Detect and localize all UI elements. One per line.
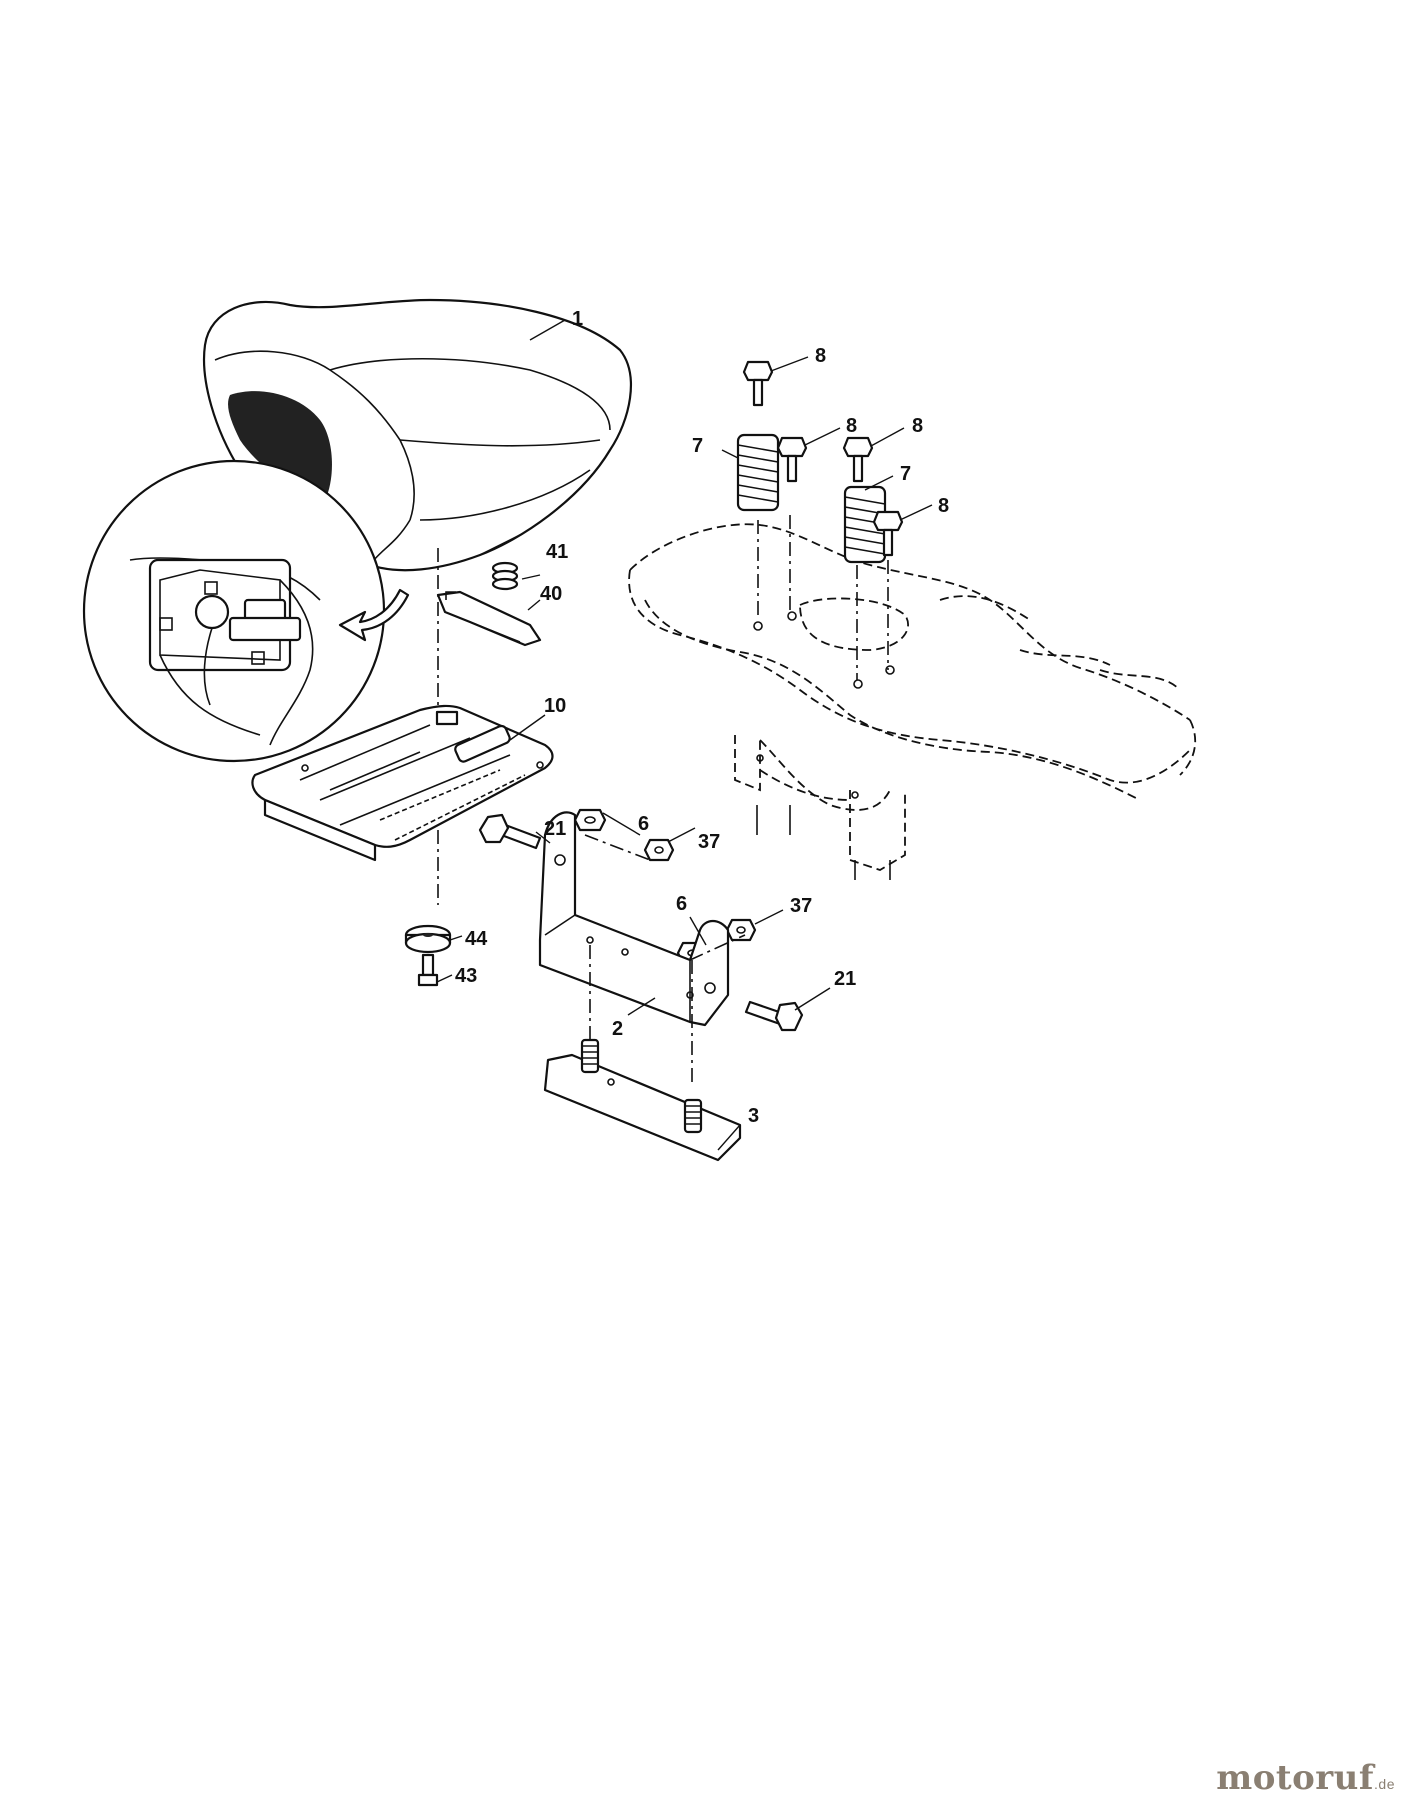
callout-bolt-low: 8 — [938, 495, 949, 517]
washer — [404, 924, 452, 954]
bolt-21-right — [744, 1000, 804, 1032]
brand-suffix: .de — [1374, 1776, 1395, 1792]
bolt-low — [872, 510, 904, 557]
brand-logo: motoruf.de — [1216, 1758, 1395, 1798]
callout-bolt-mid-right: 8 — [912, 415, 923, 437]
bolt-top — [742, 360, 774, 407]
callout-plate: 3 — [748, 1105, 759, 1127]
callout-washer: 44 — [465, 928, 488, 950]
callout-bracket: 2 — [612, 1018, 623, 1040]
bracket — [538, 811, 746, 1085]
small-spring — [491, 561, 519, 591]
callout-nut-6-lower: 6 — [676, 893, 687, 915]
callout-labels: 1 8 7 8 8 7 8 41 40 10 21 6 37 44 6 37 4… — [455, 308, 949, 1127]
frame-outline — [628, 515, 1197, 880]
callout-seat-pan: 10 — [544, 695, 566, 717]
callout-bolt-21-right: 21 — [834, 968, 856, 990]
callout-bolt-top: 8 — [815, 345, 826, 367]
nut-37-upper — [643, 838, 675, 862]
leader-lines — [436, 319, 933, 1151]
seat-pan — [251, 704, 554, 862]
callout-spring-right: 7 — [900, 463, 911, 485]
plate — [543, 1038, 742, 1162]
callout-spring-small: 41 — [546, 541, 568, 563]
screw — [417, 953, 439, 987]
callout-bolt-mid-left: 8 — [846, 415, 857, 437]
callout-nut-6-upper: 6 — [638, 813, 649, 835]
bolt-21-left — [478, 813, 542, 850]
callout-nut-37-upper: 37 — [698, 831, 720, 853]
brand-name: motoruf — [1216, 1758, 1375, 1798]
bolt-mid-right — [842, 436, 874, 483]
bolt-mid-left — [776, 436, 808, 483]
callout-screw: 43 — [455, 965, 477, 987]
nut-6-upper — [573, 808, 607, 832]
callout-spring-left: 7 — [692, 435, 703, 457]
spring-left — [736, 433, 780, 512]
clip — [436, 590, 542, 647]
spring-right — [843, 485, 887, 564]
callout-bolt-21-left: 21 — [544, 818, 566, 840]
detail-inset — [82, 459, 410, 763]
callout-nut-37-lower: 37 — [790, 895, 812, 917]
callout-seat: 1 — [572, 308, 583, 330]
callout-clip: 40 — [540, 583, 562, 605]
